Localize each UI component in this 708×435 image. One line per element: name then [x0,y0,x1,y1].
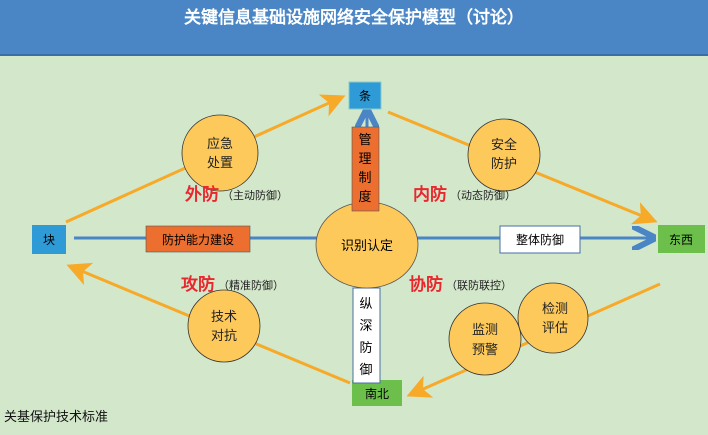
svg-text:评估: 评估 [542,321,568,336]
svg-text:（精准防御）: （精准防御） [218,278,284,292]
svg-text:条: 条 [359,89,371,103]
management-box: 管 理 制 度 [351,126,380,212]
label-coop: 协防（联防联控） [409,274,512,295]
page-title: 关键信息基础设施网络安全保护模型（讨论） [0,0,708,56]
node-bottom: 南北 [352,380,402,406]
svg-text:协防: 协防 [409,274,443,295]
svg-text:防护: 防护 [491,156,517,172]
svg-text:东西: 东西 [669,233,693,247]
overall-defense-box: 整体防御 [499,225,581,254]
capability-box: 防护能力建设 [145,225,251,253]
svg-text:外防: 外防 [185,184,219,205]
node-top: 条 [348,81,382,110]
svg-text:预警: 预警 [472,342,498,358]
svg-text:制: 制 [358,171,371,186]
svg-text:整体防御: 整体防御 [516,232,564,247]
svg-text:应急: 应急 [207,136,233,152]
svg-text:（动态防御）: （动态防御） [450,188,516,202]
svg-text:理: 理 [358,152,371,167]
node-right: 东西 [658,225,705,253]
svg-text:安全: 安全 [491,137,517,153]
svg-text:检测: 检测 [542,302,568,317]
svg-text:技术: 技术 [211,310,237,325]
label-attack: 攻防（精准防御） [181,274,284,295]
svg-text:防护能力建设: 防护能力建设 [162,232,234,247]
svg-text:（主动防御）: （主动防御） [222,188,288,202]
svg-text:御: 御 [359,363,372,378]
svg-text:度: 度 [358,189,371,205]
depth-defense-box: 纵 深 防 御 [352,287,381,384]
svg-text:管: 管 [358,133,371,148]
svg-text:内防: 内防 [413,184,447,205]
svg-text:南北: 南北 [365,386,389,401]
svg-text:识别认定: 识别认定 [341,239,393,254]
svg-text:纵: 纵 [359,297,372,312]
label-outer: 外防（主动防御） [185,184,288,205]
footnote: 关基保护技术标准 [4,410,108,425]
node-left: 块 [32,225,66,254]
svg-text:防: 防 [359,340,372,356]
svg-text:块: 块 [43,233,55,247]
center-ellipse: 识别认定 [315,201,419,289]
svg-text:（联防联控）: （联防联控） [446,278,512,292]
svg-text:监测: 监测 [472,323,498,338]
svg-text:攻防: 攻防 [181,274,215,295]
svg-text:处置: 处置 [207,156,233,171]
label-inner: 内防（动态防御） [413,184,516,205]
svg-text:深: 深 [359,319,372,334]
svg-text:对抗: 对抗 [211,329,237,344]
